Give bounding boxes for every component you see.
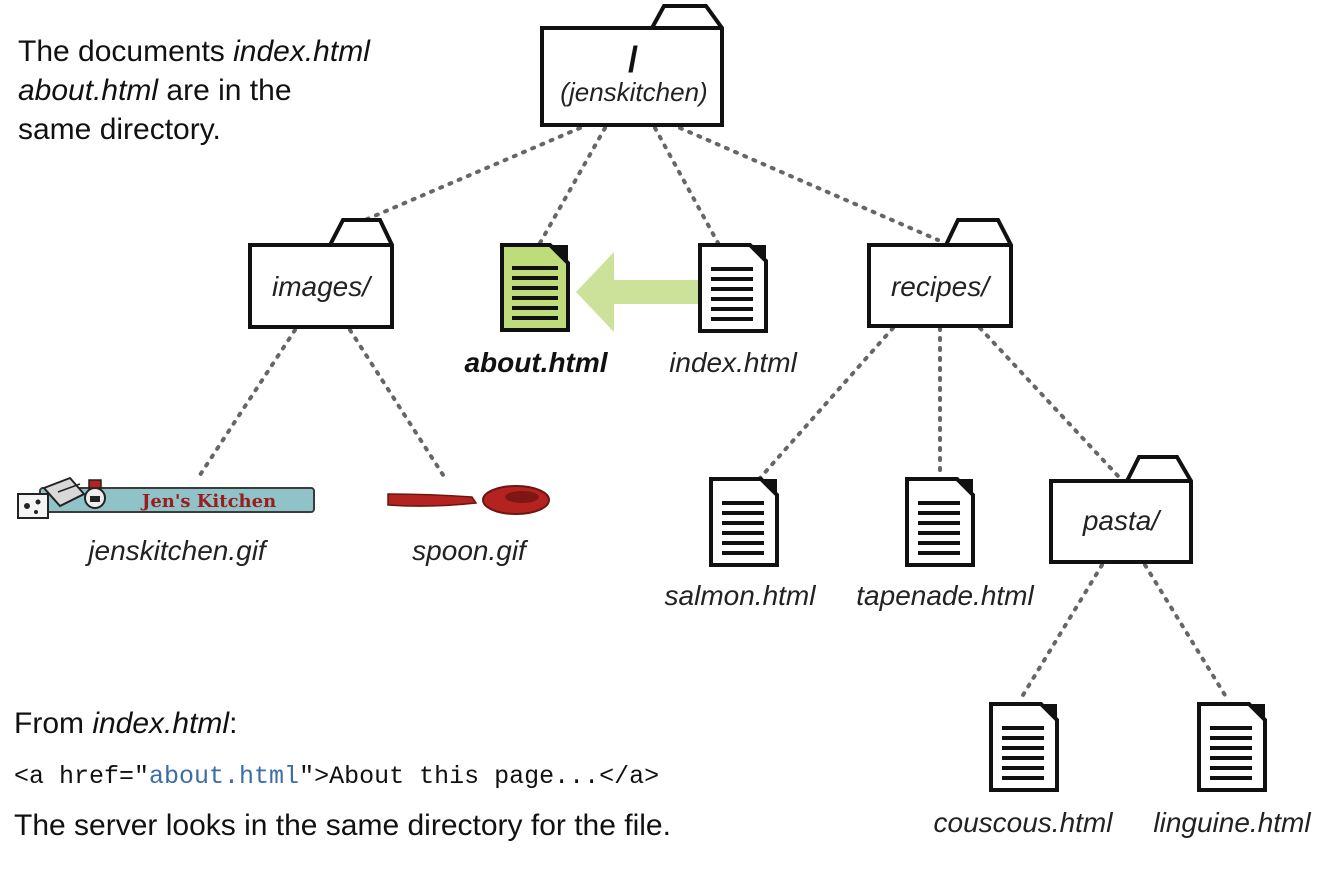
couscous-file: couscous.html [934, 702, 1114, 838]
tapenade-file-label: tapenade.html [856, 580, 1034, 611]
link-arrow [576, 252, 700, 332]
folder-icon [540, 4, 724, 127]
server-note: The server looks in the same directory f… [14, 809, 671, 842]
spoon-image [387, 485, 550, 515]
recipes-folder-label: recipes/ [891, 271, 992, 302]
edge-root-index [653, 126, 720, 245]
root-subname: (jenskitchen) [560, 77, 707, 107]
linguine-file: linguine.html [1153, 702, 1311, 838]
couscous-file-label: couscous.html [934, 807, 1114, 838]
jenskitchen-gif-label: jenskitchen.gif [84, 535, 269, 566]
images-folder: images/ [248, 218, 394, 329]
edge-root-recipes [678, 126, 940, 242]
linguine-file-label: linguine.html [1153, 807, 1311, 838]
code-link-target: about.html [149, 762, 300, 791]
about-file-label: about.html [464, 347, 608, 378]
edge-images-jk [196, 328, 297, 480]
recipes-folder: recipes/ [867, 218, 1013, 328]
root-name: / [628, 39, 638, 80]
jenskitchen-gif: Jen's Kitchen jenskitchen.gif [17, 476, 315, 566]
code-snippet: <a href="about.html">About this page...<… [14, 762, 660, 791]
jenskitchen-logo-image: Jen's Kitchen [17, 476, 315, 519]
intro-line-1: The documents index.html [18, 35, 370, 68]
document-icon [709, 477, 779, 567]
salmon-file: salmon.html [665, 477, 817, 611]
index-file: index.html [669, 243, 798, 378]
from-line: From index.html: [14, 707, 238, 740]
tapenade-file: tapenade.html [856, 477, 1035, 611]
about-file: about.html [464, 243, 609, 378]
tree-connectors [196, 126, 1230, 702]
edge-pasta-couscous [1018, 563, 1104, 702]
intro-line-3: same directory. [18, 113, 221, 146]
folder-icon [1049, 455, 1193, 564]
document-icon [905, 477, 975, 567]
logo-text: Jen's Kitchen [140, 491, 276, 512]
intro-line-2: about.html are in the [18, 74, 292, 107]
images-folder-label: images/ [272, 271, 373, 302]
edge-recipes-salmon [758, 326, 895, 480]
index-file-label: index.html [669, 347, 797, 378]
edge-pasta-linguine [1143, 563, 1230, 702]
document-icon [989, 702, 1059, 792]
edge-root-about [538, 126, 607, 245]
pasta-folder: pasta/ [1049, 455, 1193, 564]
intro-note: The documents index.html about.html are … [18, 32, 370, 149]
document-icon [698, 243, 768, 333]
edge-recipes-pasta [978, 326, 1120, 478]
salmon-file-label: salmon.html [665, 580, 817, 611]
spoon-gif-label: spoon.gif [412, 535, 529, 566]
spoon-gif: spoon.gif [387, 485, 550, 566]
document-icon [500, 243, 570, 332]
edge-images-spoon [348, 328, 447, 480]
edge-root-images [363, 126, 582, 222]
root-folder: / (jenskitchen) [540, 4, 724, 127]
pasta-folder-label: pasta/ [1082, 505, 1162, 536]
document-icon [1197, 702, 1267, 792]
